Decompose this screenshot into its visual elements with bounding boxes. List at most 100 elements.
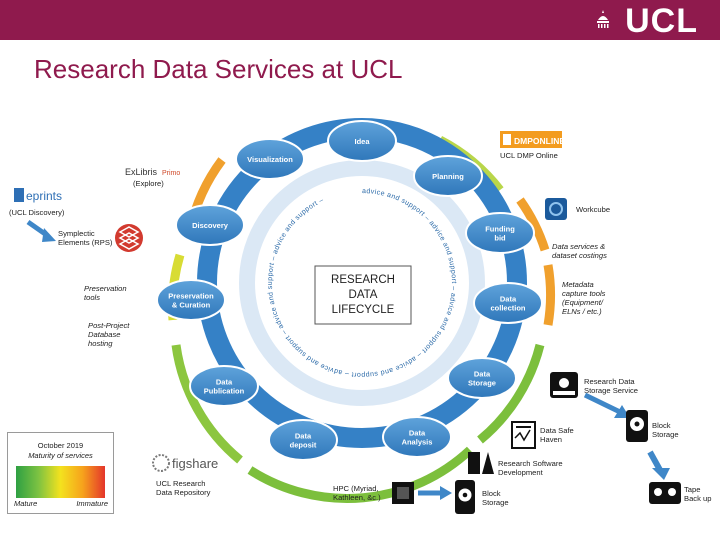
data-services-label: Data services &dataset costings [552,242,607,260]
lifecycle-node [268,419,338,461]
lifecycle-node-label-line: & Curation [172,301,211,310]
hpc-line: Kathleen, &c.) [333,493,381,502]
portico-dome-icon [597,10,609,28]
center-title-line: LIFECYCLE [332,304,395,316]
lifecycle-node-label-line: Idea [354,137,370,146]
figshare-logo-text: figshare [172,456,218,471]
post-project-line: Database [88,330,121,339]
workcube-icon [545,198,567,220]
lifecycle-node [156,279,226,321]
legend-gradient [16,466,105,498]
metadata-tools-line: (Equipment/ [562,298,604,307]
center-title: RESEARCH DATA LIFECYCLE [331,274,395,316]
lifecycle-node-label-line: deposit [290,441,317,450]
block-storage-right-icon [626,410,648,442]
metadata-tools-line: capture tools [562,289,606,298]
center-title-line: DATA [349,289,378,301]
center-title-line: RESEARCH [331,274,395,286]
safe-haven-line: Haven [540,435,562,444]
hpc-line: HPC (Myriad, [333,484,379,493]
rsd-line: Development [498,468,544,477]
lifecycle-node [447,357,517,399]
tape-icon [649,482,681,504]
workcube-label: Workcube [576,205,610,214]
hpc-chip-icon [392,482,414,504]
symplectic-line: Symplectic [58,229,95,238]
figshare-line: Data Repository [156,488,211,497]
eprints-logo: eprints [14,188,62,203]
metadata-tools-line: Metadata [562,280,594,289]
lifecycle-node-label-line: Funding [485,225,515,234]
dmponline-logo: DMPONLINE [500,131,565,148]
data-services-line: dataset costings [552,251,607,260]
rdss-line: Research Data [584,377,635,386]
lifecycle-node-label-line: Visualization [247,155,293,164]
lifecycle-node-label-line: Storage [468,379,496,388]
block-storage-bottom-icon [455,480,475,514]
symplectic-line: Elements (RPS) [58,238,113,247]
lifecycle-node [327,120,397,162]
lifecycle-nodes: IdeaPlanningFundingbidDatacollectionData… [156,120,543,461]
legend-mature: Mature [14,499,38,508]
legend-title-line2: Maturity of services [28,451,93,460]
legend-immature: Immature [76,499,108,508]
lifecycle-node-label-line: Preservation [168,292,214,301]
lifecycle-node-label-line: bid [494,234,506,243]
rsd-line: Research Software [498,459,563,468]
lifecycle-node-label-line: Discovery [192,221,229,230]
block-storage-bottom-line: Storage [482,498,509,507]
legend-title: October 2019 Maturity of services [8,441,113,461]
research-software-icon [468,452,494,474]
lifecycle-node-label-line: Planning [432,172,464,181]
exlibris-primo-text: Primo [162,170,180,177]
lifecycle-node-label-line: Data [295,432,312,441]
block-storage-right-line: Storage [652,430,679,439]
lifecycle-node [382,416,452,458]
lifecycle-node-label-line: collection [490,304,525,313]
lifecycle-node [473,282,543,324]
exlibris-logo-text: ExLibris [125,167,158,177]
preservation-tools-line: Preservation [84,284,127,293]
lifecycle-node-label-line: Data [500,295,517,304]
hpc-label: HPC (Myriad,Kathleen, &c.) [333,484,381,502]
lifecycle-node-label-line: Analysis [402,438,433,447]
block-storage-bottom-line: Block [482,489,501,498]
ucl-logo: UCL [625,2,698,40]
dmponline-label: UCL DMP Online [500,151,558,160]
data-services-line: Data services & [552,242,605,251]
rdss-disk-icon [550,372,578,398]
tape-line: Back up [684,494,711,503]
lifecycle-node [189,365,259,407]
arrowhead-tape [652,468,670,480]
dmponline-logo-text: DMPONLINE [514,136,565,146]
post-project-line: hosting [88,339,113,348]
metadata-tools-line: ELNs / etc.) [562,307,602,316]
rdss-line: Storage Service [584,386,638,395]
arrowhead-hpc [440,486,452,500]
lifecycle-node [413,155,483,197]
lifecycle-node-label-line: Data [474,370,491,379]
lifecycle-node-label-line: Publication [204,387,245,396]
symplectic-icon [115,224,143,252]
page-title: Research Data Services at UCL [34,54,403,84]
lifecycle-node [465,212,535,254]
eprints-label: (UCL Discovery) [9,208,65,217]
lifecycle-node [175,204,245,246]
figshare-line: UCL Research [156,479,206,488]
maturity-legend: October 2019 Maturity of services Mature… [7,432,114,514]
safe-haven-icon [511,421,536,449]
arrow-to-block-storage [583,392,622,415]
preservation-tools-line: tools [84,293,100,302]
lifecycle-node [235,138,305,180]
